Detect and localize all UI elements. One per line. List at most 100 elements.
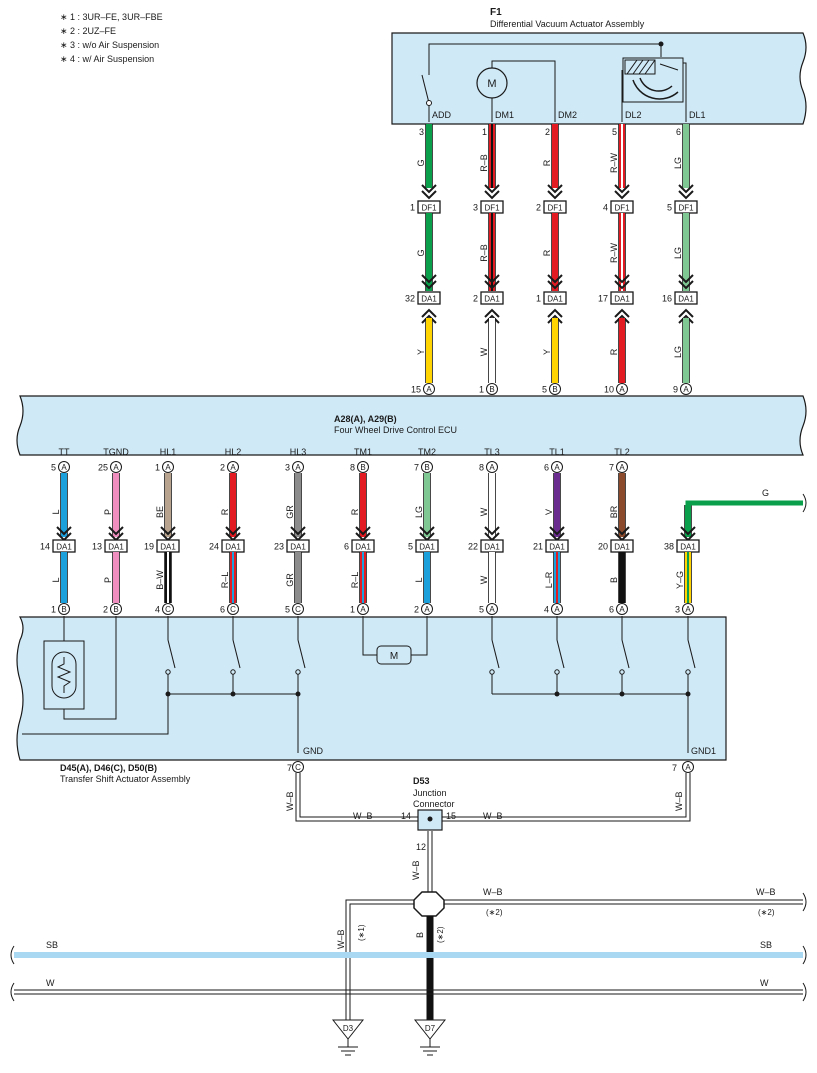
svg-text:1: 1 [155, 463, 160, 473]
transfer-pin: A5 [479, 603, 498, 615]
svg-text:5: 5 [479, 605, 484, 615]
transfer-actuator: D45(A), D46(C), D50(B) Transfer Shift Ac… [16, 616, 727, 784]
svg-text:D3: D3 [343, 1024, 354, 1033]
svg-text:6: 6 [544, 463, 549, 473]
svg-text:2: 2 [220, 463, 225, 473]
wire-segment [229, 552, 237, 603]
transfer-pin: A6 [609, 603, 628, 615]
f1-name: Differential Vacuum Actuator Assembly [490, 19, 645, 29]
wire-segment [294, 473, 302, 537]
svg-text:12: 12 [416, 842, 426, 852]
svg-text:(∗2): (∗2) [486, 908, 503, 917]
wire-segment [359, 473, 367, 537]
svg-text:A: A [554, 463, 560, 472]
wire-segment [551, 124, 559, 188]
svg-text:2: 2 [473, 294, 478, 304]
ecu-circuit-tl3: TL3A8WDA122WA5TL3 [468, 447, 514, 630]
wire-segment [60, 552, 68, 603]
wire-segment [682, 318, 690, 383]
wire-label: GR [285, 573, 295, 587]
svg-text:DA1: DA1 [680, 543, 696, 552]
wire-segment [618, 552, 626, 603]
f1-position-switch-icon [622, 57, 684, 103]
svg-text:5: 5 [667, 203, 672, 213]
junction-code: D53 [413, 776, 430, 786]
wire-label: W [479, 507, 489, 516]
svg-text:A: A [554, 605, 560, 614]
svg-text:23: 23 [274, 542, 284, 552]
transfer-motor-icon: M [376, 645, 412, 665]
ground-d7: D7 [413, 1019, 447, 1056]
wire-label: R–W [609, 152, 619, 173]
wire-label: G [416, 159, 426, 166]
ecu-term-label: TGND [103, 447, 129, 457]
svg-text:6: 6 [220, 605, 225, 615]
svg-text:6: 6 [609, 605, 614, 615]
ecu-pin: A3 [285, 461, 304, 473]
svg-text:W–B: W–B [336, 929, 346, 949]
svg-text:DA1: DA1 [419, 543, 435, 552]
svg-text:9: 9 [673, 385, 678, 395]
transfer-code: D45(A), D46(C), D50(B) [60, 763, 157, 773]
svg-text:A: A [424, 605, 430, 614]
ground-d3: D3 [331, 1019, 365, 1056]
wire-label: B–W [155, 570, 165, 590]
ecu-code: A28(A), A29(B) [334, 414, 397, 424]
svg-text:1: 1 [536, 294, 541, 304]
f1-code: F1 [490, 7, 502, 18]
wire-segment [553, 552, 561, 603]
wire-segment [488, 124, 496, 188]
wire-label: V [544, 509, 554, 515]
w-bus: W W [10, 978, 807, 1002]
ecu-term-label: TL1 [549, 447, 565, 457]
svg-text:DF1: DF1 [547, 204, 563, 213]
ecu-pin: A2 [220, 461, 239, 473]
ecu-pin: A9 [673, 383, 692, 395]
wire-segment [294, 552, 302, 603]
gnd1-label: GND1 [691, 746, 716, 756]
wire-label: L–R [544, 571, 554, 588]
wire-label: R–B [479, 244, 489, 262]
f1-actuator: F1 Differential Vacuum Actuator Assembly… [391, 7, 807, 125]
svg-text:15: 15 [446, 811, 456, 821]
svg-text:(∗1): (∗1) [357, 924, 366, 941]
svg-text:DA1: DA1 [547, 295, 563, 304]
ecu-pin: B7 [414, 461, 433, 473]
ecu-term-label: TT [59, 447, 70, 457]
svg-text:3: 3 [285, 463, 290, 473]
wire-label: LG [414, 506, 424, 518]
ecu-term-label: HL1 [160, 447, 177, 457]
f1-pin: 1 [482, 127, 487, 137]
sb-bus: SB SB [10, 940, 807, 965]
ground-section: 7 C 7 A W–B W–B D53 Junction Connector 1… [285, 761, 807, 1020]
svg-text:C: C [295, 605, 301, 614]
wire-segment [425, 318, 433, 383]
ecu-pin: A5 [51, 461, 70, 473]
svg-text:1: 1 [350, 605, 355, 615]
svg-text:7: 7 [287, 763, 292, 773]
svg-text:W–B: W–B [756, 887, 776, 897]
svg-text:Junction: Junction [413, 788, 447, 798]
svg-text:W–B: W–B [411, 860, 421, 880]
transfer-pin: A2 [414, 603, 433, 615]
wire-label: BE [155, 506, 165, 518]
f1-term-label: DL2 [625, 110, 642, 120]
transfer-pin: C4 [155, 603, 174, 615]
svg-text:(∗2): (∗2) [436, 926, 445, 943]
wire-label: R–B [479, 154, 489, 172]
ecu-name: Four Wheel Drive Control ECU [334, 425, 457, 435]
wire-label: BR [609, 505, 619, 518]
svg-text:B: B [360, 463, 365, 472]
wire-label: GR [285, 505, 295, 519]
